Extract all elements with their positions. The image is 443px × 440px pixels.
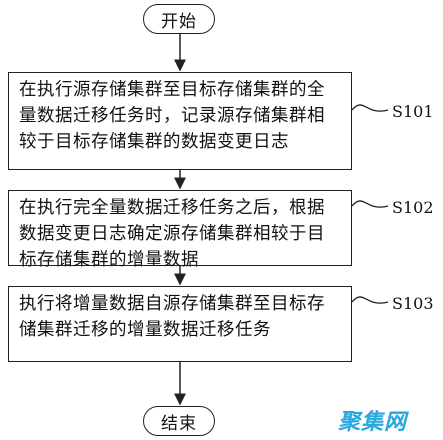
end-label: 结束 bbox=[161, 413, 197, 434]
step-box-s102: 在执行完全量数据迁移任务之后，根据数据变更日志确定源存储集群相较于目标存储集群的… bbox=[8, 190, 352, 270]
step-box-s101: 在执行源存储集群至目标存储集群的全量数据迁移任务时，记录源存储集群相较于目标存储… bbox=[8, 72, 352, 170]
step-label-s103: S103 bbox=[392, 294, 434, 313]
start-terminal: 开始 bbox=[143, 4, 215, 34]
leader-s101 bbox=[351, 104, 389, 112]
step-text-s102: 在执行完全量数据迁移任务之后，根据数据变更日志确定源存储集群相较于目标存储集群的… bbox=[19, 198, 325, 270]
step-label-s102: S102 bbox=[392, 198, 434, 217]
watermark-logo: 聚集网 bbox=[338, 410, 408, 435]
step-text-s103: 执行将增量数据自源存储集群至目标存储集群迁移的增量数据迁移任务 bbox=[19, 294, 325, 340]
leader-s103 bbox=[351, 296, 389, 304]
end-terminal: 结束 bbox=[143, 406, 215, 436]
start-label: 开始 bbox=[161, 11, 197, 32]
step-label-s101: S101 bbox=[392, 102, 434, 121]
leader-s102 bbox=[351, 200, 389, 208]
step-box-s103: 执行将增量数据自源存储集群至目标存储集群迁移的增量数据迁移任务 bbox=[8, 286, 352, 362]
step-text-s101: 在执行源存储集群至目标存储集群的全量数据迁移任务时，记录源存储集群相较于目标存储… bbox=[19, 80, 325, 152]
